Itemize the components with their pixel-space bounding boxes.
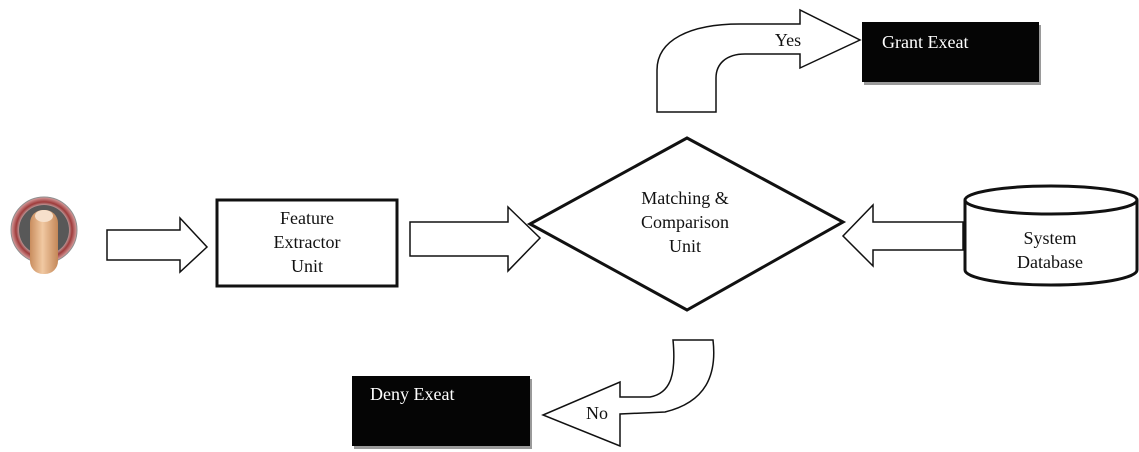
feature-extractor-box	[215, 198, 399, 288]
arrow-extractor-to-matching	[409, 205, 542, 273]
fingerprint-icon	[10, 196, 78, 274]
database-line2: Database	[1017, 252, 1083, 272]
database-label: System Database	[970, 226, 1130, 274]
edge-label-yes: Yes	[774, 30, 802, 50]
grant-exeat-label: Grant Exeat	[882, 32, 969, 52]
database-line1: System	[1023, 228, 1077, 248]
matching-line2: Comparison	[641, 212, 729, 232]
arrow-yes-to-grant	[656, 8, 862, 113]
arrow-input-to-extractor	[106, 216, 209, 274]
matching-label: Matching & Comparison Unit	[600, 186, 770, 258]
edge-label-no: No	[586, 403, 608, 423]
arrow-database-to-matching	[841, 203, 964, 268]
arrow-no-to-deny	[541, 339, 715, 448]
feature-extractor-line3: Unit	[290, 256, 323, 276]
matching-diamond	[526, 136, 847, 312]
deny-exeat-label: Deny Exeat	[370, 384, 455, 404]
matching-line1: Matching &	[641, 188, 729, 208]
feature-extractor-line1: Feature	[280, 208, 334, 228]
feature-extractor-label: Feature Extractor Unit	[217, 206, 397, 278]
deny-exeat-box: Deny Exeat	[352, 376, 530, 446]
matching-line3: Unit	[668, 236, 701, 256]
grant-exeat-box: Grant Exeat	[862, 22, 1039, 82]
feature-extractor-line2: Extractor	[273, 232, 341, 252]
system-database-cylinder	[963, 184, 1139, 287]
